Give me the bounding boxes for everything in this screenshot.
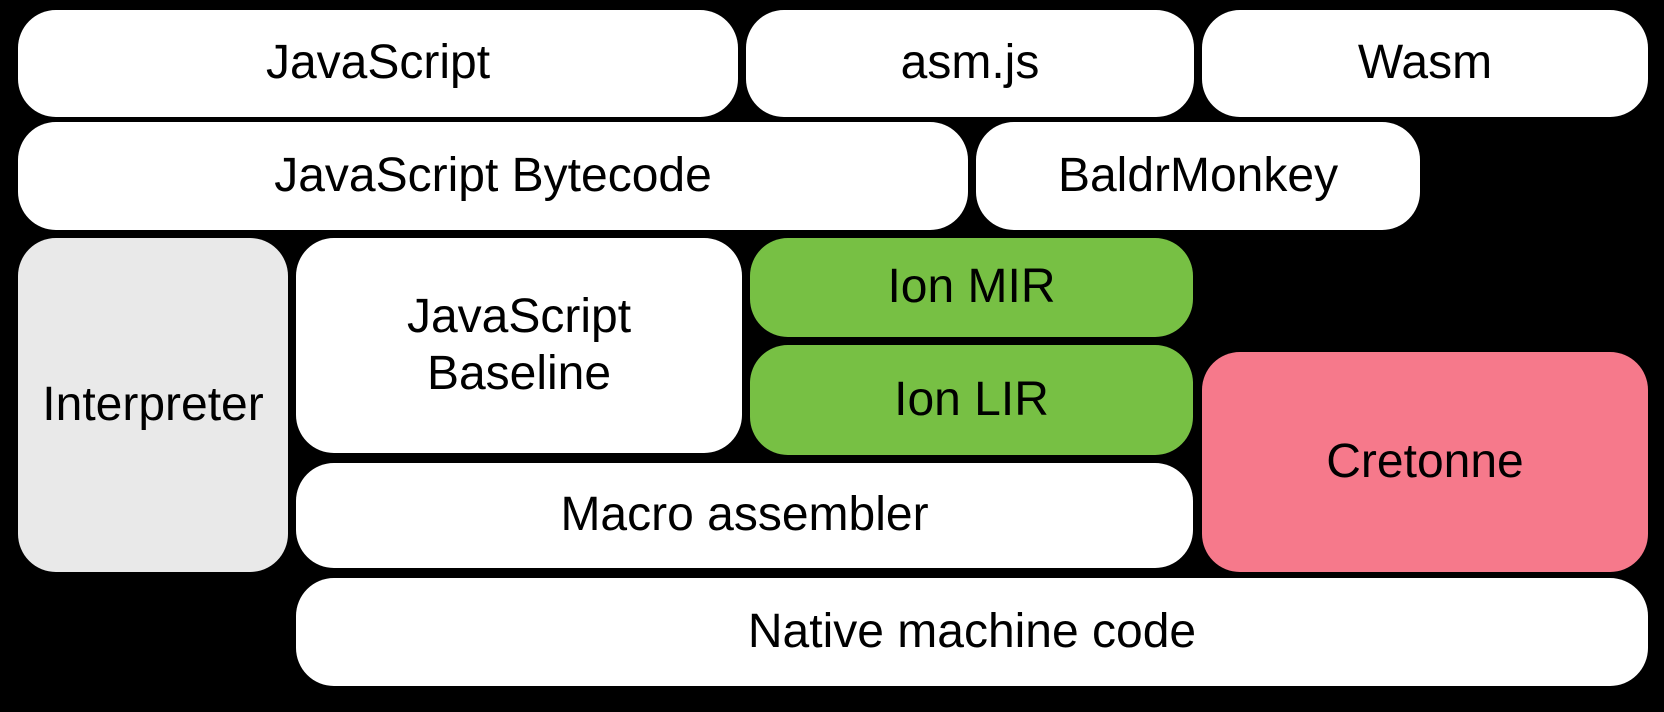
node-macro-assembler: Macro assembler bbox=[296, 463, 1193, 568]
node-wasm: Wasm bbox=[1202, 10, 1648, 117]
node-ion-lir: Ion LIR bbox=[750, 345, 1193, 455]
node-javascript-bytecode: JavaScript Bytecode bbox=[18, 122, 968, 230]
node-native-machine-code: Native machine code bbox=[296, 578, 1648, 686]
node-javascript: JavaScript bbox=[18, 10, 738, 117]
node-javascript-baseline-line1: JavaScript bbox=[406, 289, 632, 343]
node-interpreter: Interpreter bbox=[18, 238, 288, 572]
node-javascript-baseline-line2: Baseline bbox=[426, 346, 612, 400]
node-asmjs: asm.js bbox=[746, 10, 1194, 117]
node-ion-mir: Ion MIR bbox=[750, 238, 1193, 337]
node-cretonne: Cretonne bbox=[1202, 352, 1648, 572]
node-javascript-baseline: JavaScript Baseline bbox=[296, 238, 742, 453]
node-baldrmonkey: BaldrMonkey bbox=[976, 122, 1420, 230]
